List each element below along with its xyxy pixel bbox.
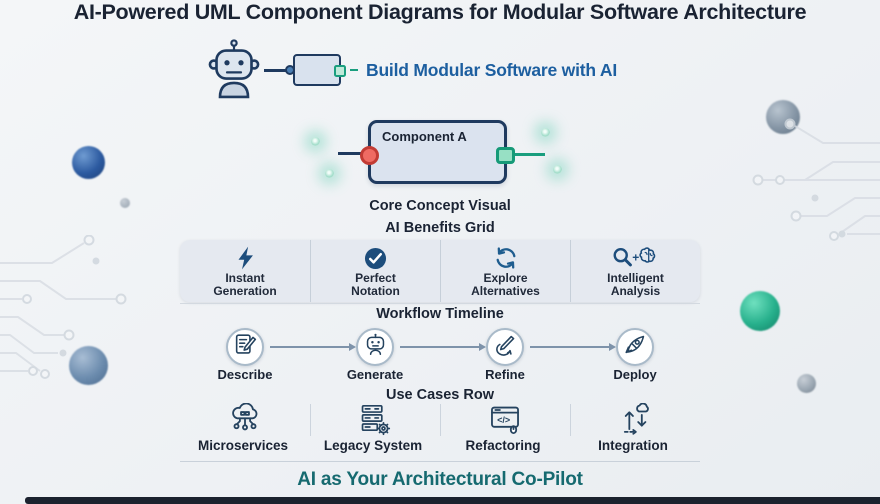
benefit-perfect-notation: Perfect Notation <box>310 240 440 302</box>
core-concept-caption: Core Concept Visual <box>369 198 511 214</box>
code-glyph: </> <box>497 415 510 425</box>
benefit-intelligent-analysis: + Intelligent Analysis <box>570 240 700 302</box>
benefits-grid: Instant Generation Perfect Notation Expl… <box>180 240 700 302</box>
benefit-instant-generation: Instant Generation <box>180 240 310 302</box>
gear-icon <box>376 421 391 436</box>
workflow-heading: Workflow Timeline <box>376 306 504 322</box>
use-case-label-refactoring: Refactoring <box>465 438 541 453</box>
server-gear-icon <box>320 403 430 437</box>
footer-divider <box>180 461 700 462</box>
column-divider <box>310 404 311 436</box>
circuit-pattern-right <box>752 118 880 241</box>
plus-glyph: + <box>632 251 639 265</box>
decor-sphere-gray <box>766 100 800 134</box>
decor-sphere-steel-blue <box>69 346 108 385</box>
column-divider <box>440 404 441 436</box>
analysis-icon: + <box>612 245 659 271</box>
use-case-label-integration: Integration <box>598 438 668 453</box>
circuit-pattern-left <box>0 235 127 379</box>
workflow-step-generate <box>356 328 394 366</box>
required-port-icon <box>360 146 379 165</box>
check-circle-icon <box>364 245 387 271</box>
code-window-icon: </> <box>450 403 560 437</box>
use-case-label-legacy-system: Legacy System <box>323 438 423 453</box>
decor-sphere-blue <box>72 146 105 179</box>
connector-line <box>264 65 295 75</box>
mini-port-dash <box>350 69 358 71</box>
use-cases-heading: Use Cases Row <box>386 387 494 403</box>
provided-port-icon <box>496 147 515 164</box>
magnifier-icon <box>613 248 628 263</box>
glow-dot <box>311 137 320 146</box>
glow-dot <box>325 169 334 178</box>
glow-dot <box>541 128 550 137</box>
mini-component-port-icon <box>334 65 346 77</box>
benefit-explore-alternatives: Explore Alternatives <box>440 240 570 302</box>
arrow-right-icon <box>400 342 486 351</box>
workflow-step-deploy <box>616 328 654 366</box>
component-wire-left <box>338 152 370 155</box>
page-title: AI-Powered UML Component Diagrams for Mo… <box>73 0 807 24</box>
glow-dot <box>553 165 562 174</box>
arrow-right-icon <box>270 342 356 351</box>
use-case-label-microservices: Microservices <box>197 438 289 453</box>
uml-component-box: Component A <box>360 120 515 184</box>
refresh-icon <box>494 245 518 271</box>
component-label: Component A <box>382 129 467 144</box>
workflow-label-deploy: Deploy <box>613 367 657 382</box>
workflow-step-describe <box>226 328 264 366</box>
brain-icon <box>639 247 656 263</box>
lightning-icon <box>235 245 256 271</box>
decor-sphere-teal <box>740 291 780 331</box>
document-pencil-icon <box>234 333 257 361</box>
decor-sphere-small-gray <box>797 374 816 393</box>
mini-component-box <box>293 54 346 86</box>
hero-row: Build Modular Software with AI <box>206 38 617 102</box>
robot-icon <box>206 36 262 105</box>
workflow-label-refine: Refine <box>485 367 525 382</box>
footer-tagline: AI as Your Architectural Co-Pilot <box>297 469 583 490</box>
bottom-bar <box>25 497 880 504</box>
decor-dot-gray <box>120 198 130 208</box>
column-divider <box>570 404 571 436</box>
sync-arrows-icon <box>580 403 690 437</box>
robot-icon <box>364 333 387 361</box>
workflow-label-generate: Generate <box>346 367 404 382</box>
hero-tagline: Build Modular Software with AI <box>366 59 617 80</box>
rocket-icon <box>624 333 647 361</box>
section-divider <box>180 303 700 304</box>
arrow-right-icon <box>530 342 616 351</box>
connector-wire <box>264 68 286 72</box>
cloud-network-icon <box>190 403 300 437</box>
workflow-label-describe: Describe <box>217 367 273 382</box>
benefits-heading: AI Benefits Grid <box>385 220 495 236</box>
pencil-undo-icon <box>494 333 517 361</box>
workflow-step-refine <box>486 328 524 366</box>
component-wire-right <box>505 153 545 156</box>
